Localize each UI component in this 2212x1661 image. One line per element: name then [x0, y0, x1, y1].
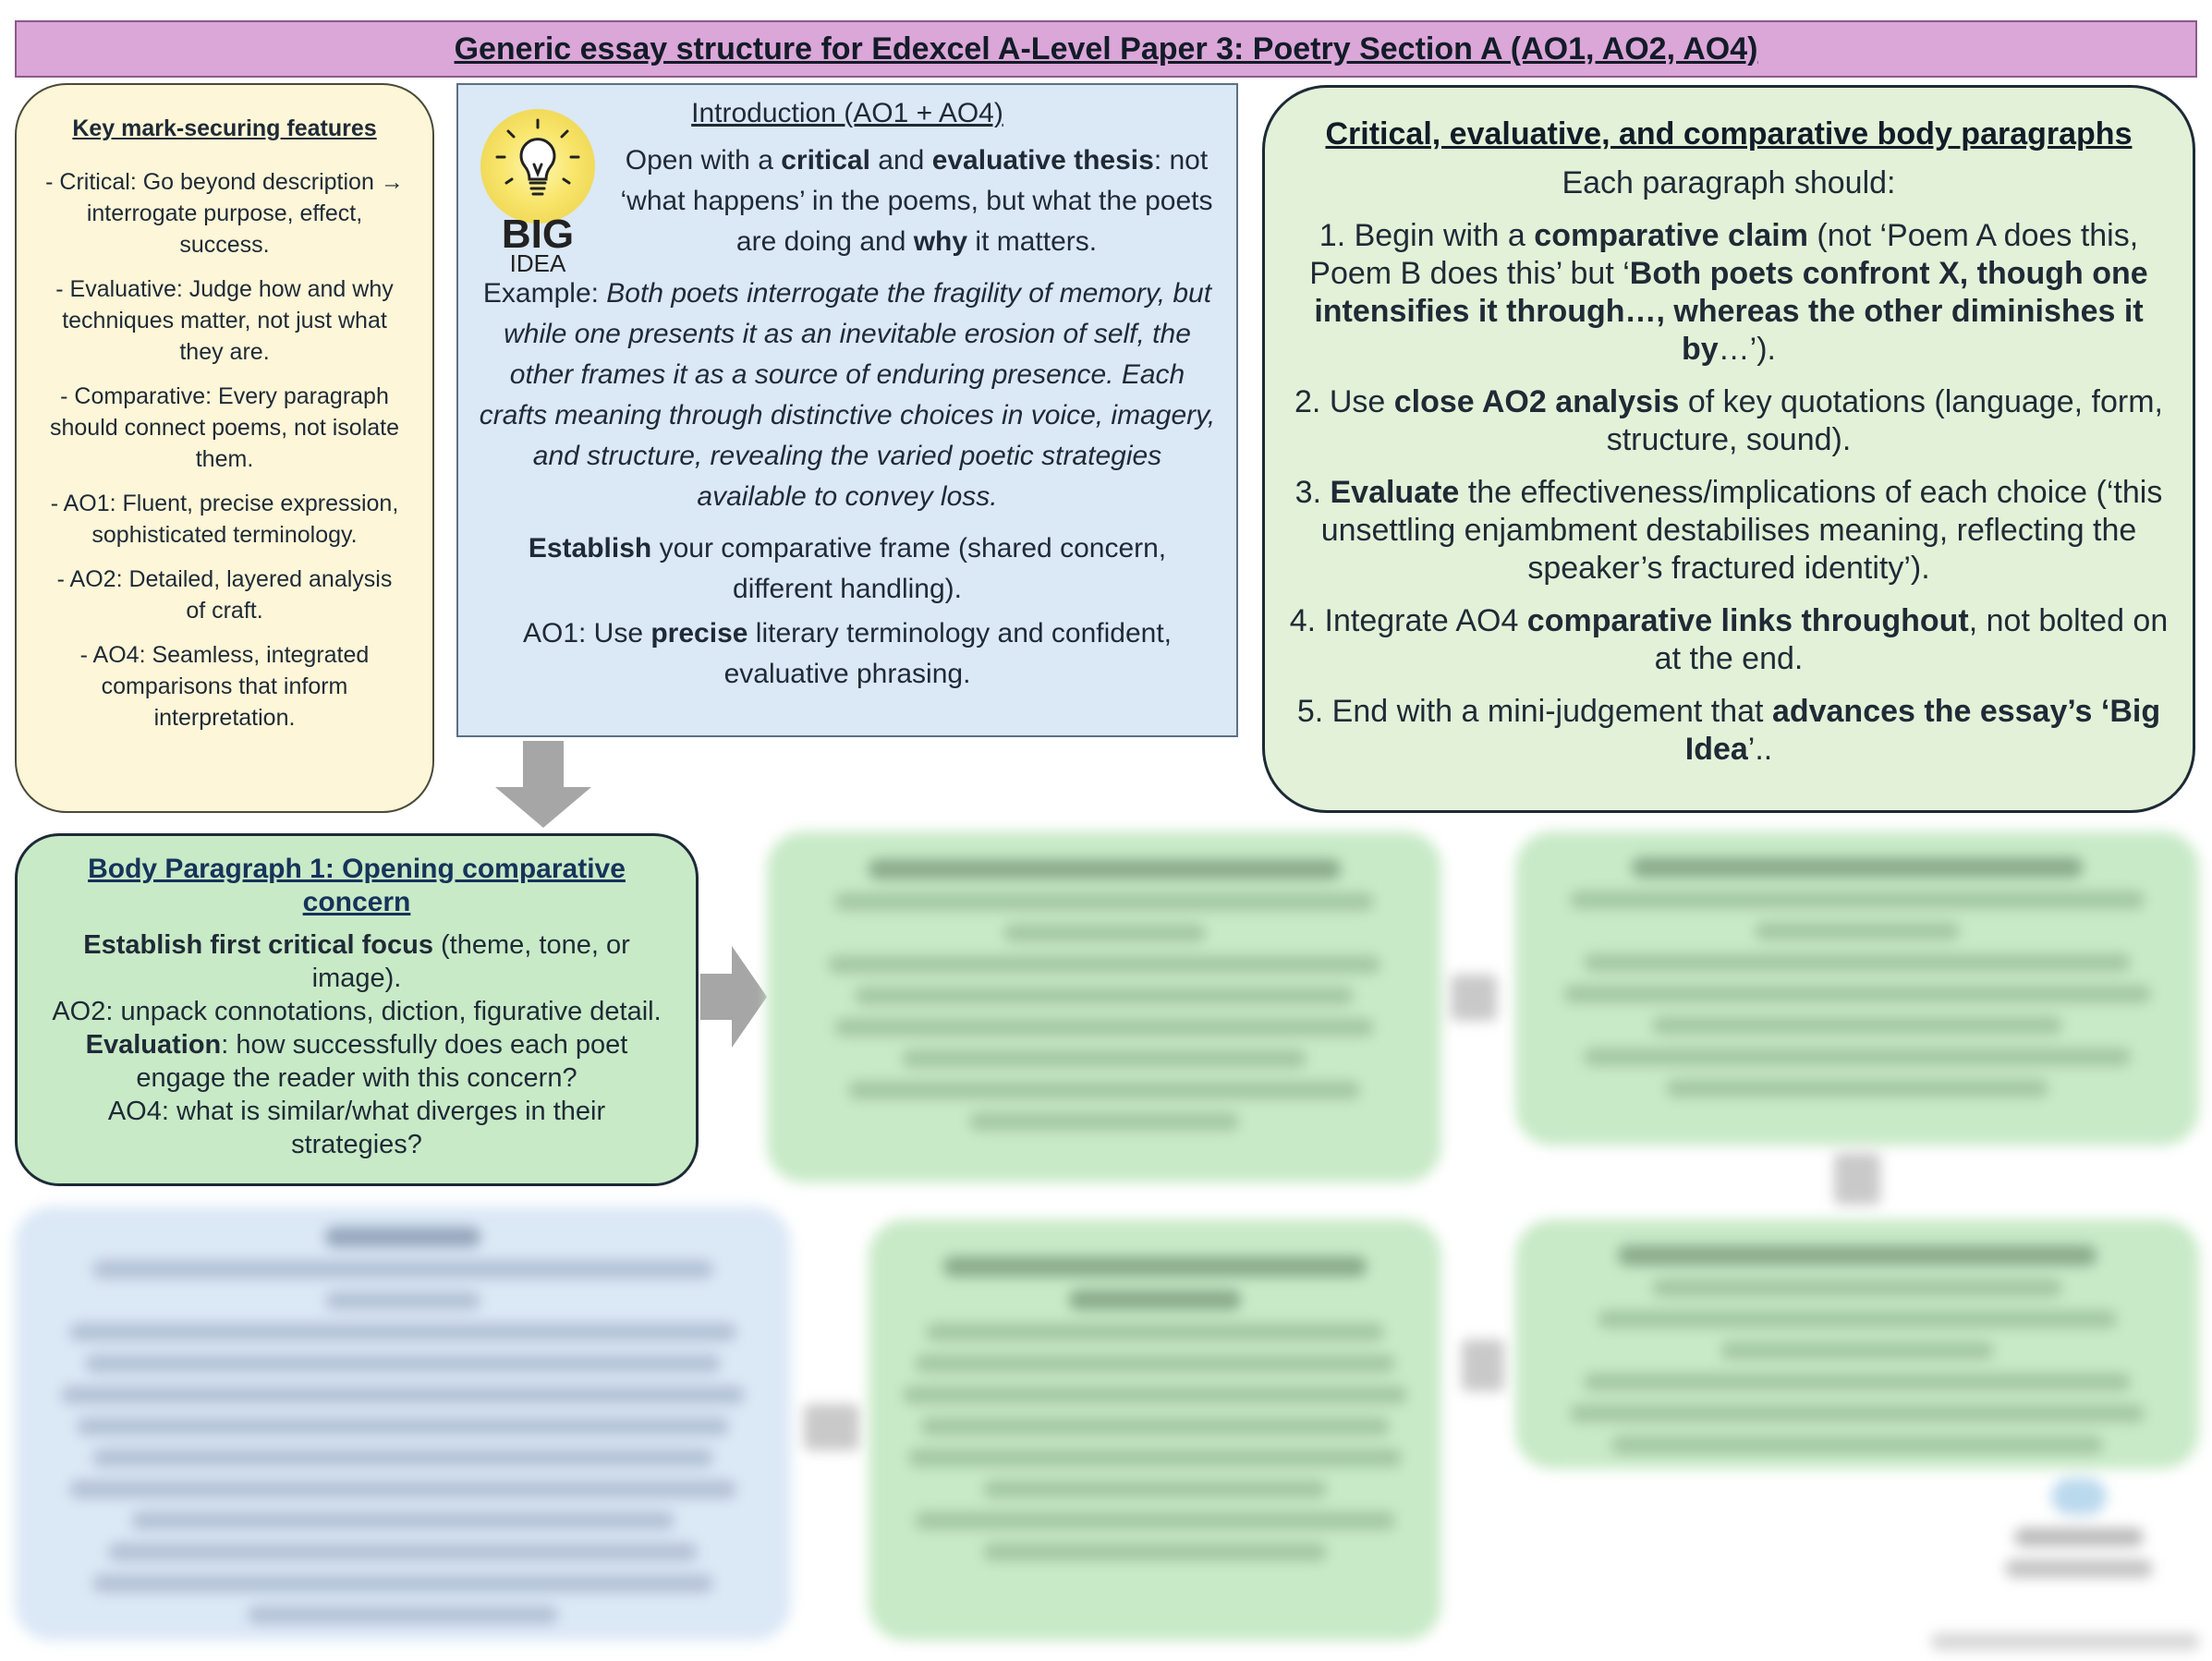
critical-subheading: Each paragraph should: — [1562, 165, 1896, 200]
feature-item: - AO2: Detailed, layered analysis of cra… — [56, 566, 393, 624]
critical-step-3: 3. Evaluate the effectiveness/implicatio… — [1294, 475, 2163, 586]
blurred-body-paragraph-2 — [767, 831, 1441, 1182]
critical-heading: Critical, evaluative, and comparative bo… — [1325, 116, 2133, 152]
features-heading: Key mark-securing features — [72, 115, 377, 141]
blurred-arrow — [1451, 975, 1497, 1021]
body-paragraph-1-line: Establish first critical focus (theme, t… — [83, 930, 630, 993]
body-paragraph-1-line: AO2: unpack connotations, diction, figur… — [52, 997, 662, 1026]
critical-step-1: 1. Begin with a comparative claim (not ‘… — [1309, 218, 2148, 367]
arrow-down-icon — [495, 741, 591, 828]
blurred-arrow — [1462, 1340, 1504, 1391]
feature-item: - Critical: Go beyond description → inte… — [45, 169, 404, 258]
body-paragraph-1-line: Evaluation: how successfully does each p… — [85, 1030, 628, 1093]
feature-item: - AO4: Seamless, integrated comparisons … — [79, 642, 370, 731]
introduction-ao1: AO1: Use precise literary terminology an… — [522, 618, 1173, 689]
feature-item: - Evaluative: Judge how and why techniqu… — [55, 276, 394, 365]
body-paragraph-1-box: Body Paragraph 1: Opening comparative co… — [15, 833, 699, 1186]
arrow-right-icon — [700, 946, 767, 1048]
body-paragraph-1-line: AO4: what is similar/what diverges in th… — [107, 1097, 606, 1159]
blurred-logo — [1987, 1478, 2171, 1607]
idea-word: IDEA — [510, 249, 566, 275]
page-title: Generic essay structure for Edexcel A-Le… — [454, 30, 1758, 67]
blurred-arrow — [804, 1404, 859, 1450]
critical-paragraphs-box: Critical, evaluative, and comparative bo… — [1262, 85, 2195, 813]
critical-step-2: 2. Use close AO2 analysis of key quotati… — [1294, 384, 2163, 457]
feature-item: - Comparative: Every paragraph should co… — [49, 383, 399, 472]
features-box: Key mark-securing features - Critical: G… — [15, 83, 434, 813]
big-idea-word: BIG — [502, 212, 574, 257]
blurred-conclusion — [15, 1206, 791, 1641]
introduction-lead: Open with a critical and evaluative thes… — [620, 145, 1213, 257]
introduction-box: Introduction (AO1 + AO4) Open with a cri… — [456, 83, 1238, 737]
body-paragraph-1-heading: Body Paragraph 1: Opening comparative co… — [88, 854, 626, 917]
blurred-body-paragraph-4 — [1515, 1219, 2199, 1469]
blurred-body-paragraph-5 — [869, 1219, 1441, 1641]
introduction-establish: Establish your comparative frame (shared… — [528, 533, 1167, 604]
title-bar: Generic essay structure for Edexcel A-Le… — [15, 20, 2197, 78]
introduction-example: Example: Both poets interrogate the frag… — [479, 278, 1216, 512]
blurred-footer — [1931, 1633, 2199, 1650]
introduction-heading: Introduction (AO1 + AO4) — [691, 98, 1003, 128]
blurred-arrow — [1834, 1153, 1880, 1205]
critical-step-5: 5. End with a mini-judgement that advanc… — [1296, 694, 2161, 767]
blurred-body-paragraph-3 — [1515, 831, 2199, 1146]
feature-item: - AO1: Fluent, precise expression, sophi… — [50, 491, 399, 548]
critical-step-4: 4. Integrate AO4 comparative links throu… — [1289, 603, 2169, 676]
lightbulb-icon: BIG IDEA — [480, 109, 595, 275]
